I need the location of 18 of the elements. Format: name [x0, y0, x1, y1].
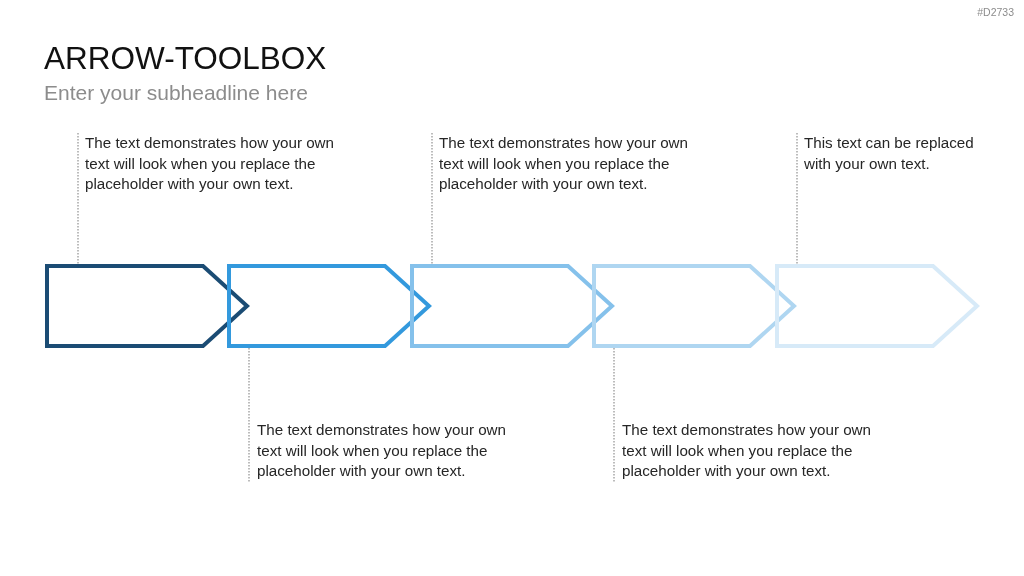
leader-line — [248, 347, 250, 483]
process-step — [592, 264, 797, 348]
subheadline: Enter your subheadline here — [44, 81, 308, 105]
leader-line — [77, 132, 79, 265]
process-step — [45, 264, 250, 348]
process-step — [775, 264, 980, 348]
leader-line — [431, 132, 433, 265]
process-step — [410, 264, 615, 348]
leader-line — [613, 347, 615, 483]
callout-text: The text demonstrates how your own text will look when you replace the placeholder with your own text. — [249, 420, 534, 482]
leader-line — [796, 132, 798, 265]
callout-text: The text demonstrates how your own text will look when you replace the placeholder with your own text. — [432, 133, 716, 195]
process-step — [227, 264, 432, 348]
callout-text: This text can be replaced with your own text. — [797, 133, 987, 174]
reference-code: #D2733 — [977, 6, 1014, 18]
callout-text: The text demonstrates how your own text will look when you replace the placeholder with your own text. — [78, 133, 362, 195]
title: ARROW-TOOLBOX — [44, 40, 327, 77]
callout-text: The text demonstrates how your own text will look when you replace the placeholder with your own text. — [614, 420, 899, 482]
